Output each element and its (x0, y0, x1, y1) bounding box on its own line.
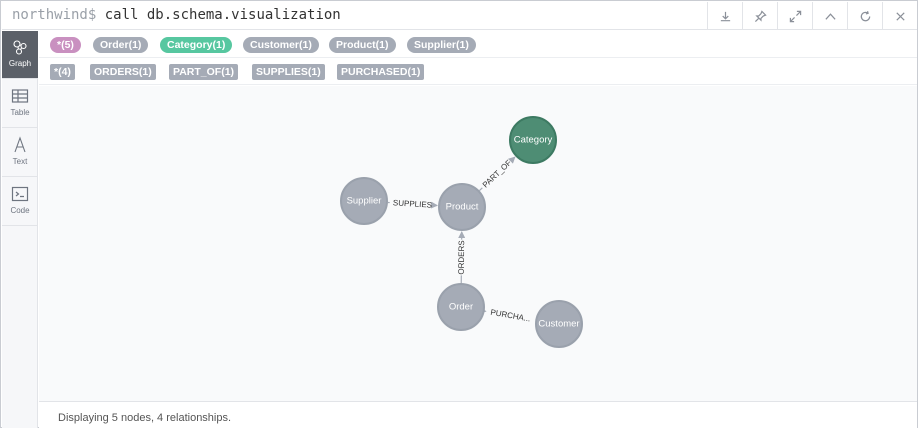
node-label: Order (449, 302, 473, 313)
legend-rel-orders[interactable]: ORDERS(1) (90, 64, 156, 80)
relationship-part-of[interactable]: PART_OF (479, 156, 516, 191)
tab-table-label: Table (10, 108, 30, 117)
graph-visualization[interactable]: SUPPLIES PART_OF ORDERS PURCHA... SupplierP… (39, 86, 917, 401)
tab-code-label: Code (10, 206, 30, 215)
relationship-label: PURCHA... (490, 308, 531, 324)
collapse-button[interactable] (812, 2, 847, 30)
relationship-supplies[interactable]: SUPPLIES (387, 198, 439, 210)
legend-rel-part-of[interactable]: PART_OF(1) (169, 64, 239, 80)
table-icon (11, 89, 29, 103)
node-labels-legend: *(5) Order(1) Category(1) Customer(1) Pr… (39, 31, 917, 58)
relationship-label: ORDERS (457, 240, 466, 274)
tab-text-label: Text (12, 157, 28, 166)
tab-table[interactable]: Table (2, 80, 38, 128)
pin-button[interactable] (742, 2, 777, 30)
rerun-button[interactable] (847, 2, 882, 30)
node-order[interactable]: Order (437, 283, 485, 331)
relationship-arrow (508, 156, 516, 164)
tab-graph[interactable]: Graph (2, 31, 38, 79)
frame-header: northwind$ call db.schema.visualization (2, 2, 917, 30)
legend-label-product[interactable]: Product(1) (329, 37, 396, 53)
tab-text[interactable]: Text (2, 129, 38, 177)
command-text[interactable]: northwind$ call db.schema.visualization (12, 7, 341, 23)
legend-rel-all[interactable]: *(4) (50, 64, 75, 80)
query-text: call db.schema.visualization (104, 7, 341, 23)
close-icon (895, 11, 905, 21)
view-sidebar: Graph Table Text Code (2, 31, 38, 428)
node-circle (438, 183, 486, 231)
graph-icon (13, 40, 27, 55)
status-text: Displaying 5 nodes, 4 relationships. (58, 412, 232, 424)
relationship-orders[interactable]: ORDERS (457, 230, 466, 284)
node-circle (535, 300, 583, 348)
fullscreen-button[interactable] (777, 2, 812, 30)
collapse-up-icon (824, 12, 836, 20)
tab-graph-label: Graph (8, 59, 32, 68)
download-button[interactable] (707, 2, 742, 30)
relationship-label: SUPPLIES (393, 198, 433, 209)
node-label: Customer (538, 319, 579, 330)
node-circle (340, 177, 388, 225)
node-circle (509, 116, 557, 164)
node-label: Category (514, 135, 553, 146)
status-bar: Displaying 5 nodes, 4 relationships. (39, 401, 917, 428)
text-icon (14, 136, 26, 153)
legend-label-category[interactable]: Category(1) (160, 37, 233, 53)
node-label: Supplier (347, 196, 382, 207)
expand-icon (789, 10, 801, 22)
node-product[interactable]: Product (438, 183, 486, 231)
legend-rel-purchased[interactable]: PURCHASED(1) (337, 64, 425, 80)
download-icon (720, 11, 730, 21)
database-prompt: northwind$ (12, 7, 97, 23)
legend-rel-supplies[interactable]: SUPPLIES(1) (252, 64, 325, 80)
legend-label-all[interactable]: *(5) (50, 37, 81, 53)
pin-icon (754, 9, 767, 22)
relationship-label: PART_OF (481, 158, 514, 189)
node-label: Product (446, 202, 479, 213)
legend-label-order[interactable]: Order(1) (93, 37, 149, 53)
close-button[interactable] (882, 2, 917, 30)
node-circle (437, 283, 485, 331)
node-category[interactable]: Category (509, 116, 557, 164)
node-supplier[interactable]: Supplier (340, 177, 388, 225)
relationship-purcha[interactable]: PURCHA... (479, 306, 536, 324)
relationship-types-legend: *(4) ORDERS(1) PART_OF(1) SUPPLIES(1) PU… (39, 58, 917, 85)
relationship-line (479, 187, 483, 191)
tab-code[interactable]: Code (2, 178, 38, 226)
node-customer[interactable]: Customer (535, 300, 583, 348)
legend-label-supplier[interactable]: Supplier(1) (407, 37, 476, 53)
rerun-icon (860, 10, 870, 21)
legend-label-customer[interactable]: Customer(1) (243, 37, 319, 53)
code-icon (11, 186, 29, 202)
